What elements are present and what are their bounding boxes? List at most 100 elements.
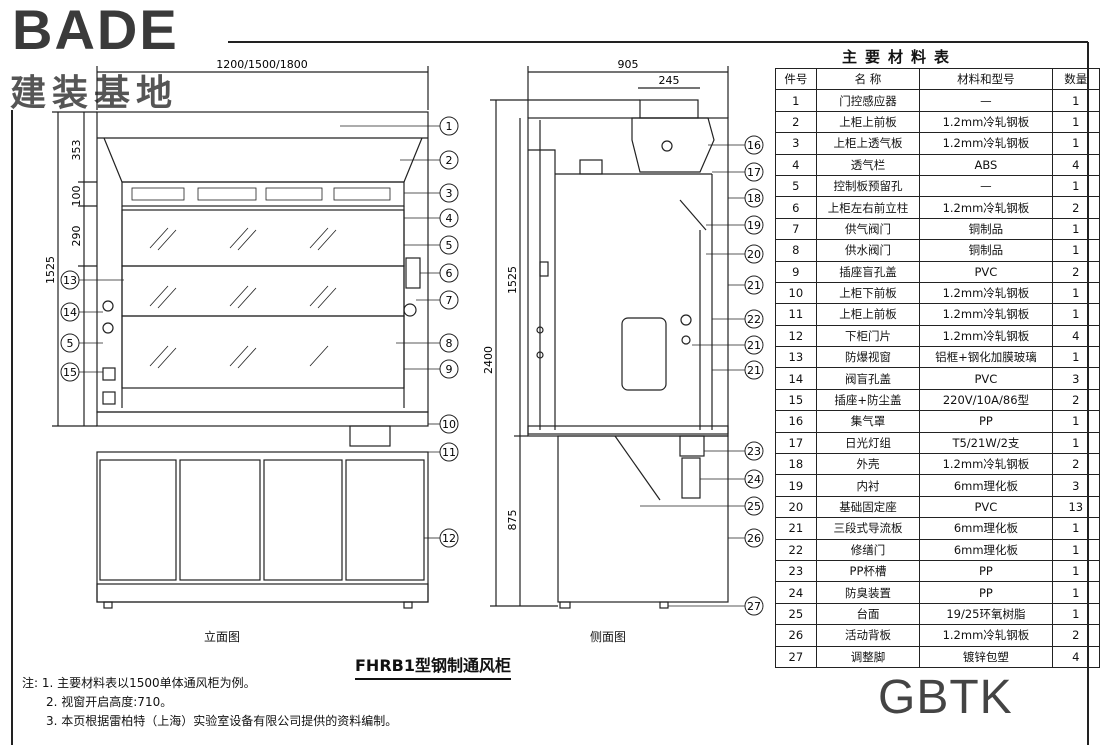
callout-circle bbox=[744, 335, 764, 355]
note-item: 1. 主要材料表以1500单体通风柜为例。 bbox=[41, 676, 256, 690]
note-item: 3. 本页根据雷柏特（上海）实验室设备有限公司提供的资料编制。 bbox=[46, 714, 398, 728]
table-cell: 活动背板 bbox=[815, 624, 921, 647]
front-view bbox=[52, 66, 429, 609]
callout-number: 26 bbox=[747, 532, 761, 545]
table-cell: 1 bbox=[1051, 239, 1100, 262]
table-cell: 1 bbox=[1051, 538, 1100, 561]
table-cell: 2 bbox=[1051, 260, 1100, 283]
table-cell: 1 bbox=[1051, 132, 1100, 155]
table-cell: 插座盲孔盖 bbox=[815, 260, 921, 283]
note-line-2: 2. 视窗开启高度:710。 bbox=[22, 693, 397, 712]
table-cell: 1.2mm冷轧钢板 bbox=[919, 110, 1053, 134]
table-cell: 台面 bbox=[815, 602, 921, 626]
callout-number: 3 bbox=[446, 187, 453, 200]
table-cell: 控制板预留孔 bbox=[815, 174, 921, 198]
callout-number: 21 bbox=[747, 339, 761, 352]
callout-number: 13 bbox=[63, 274, 77, 287]
table-cell: PVC bbox=[919, 260, 1053, 283]
callout-number: 14 bbox=[63, 306, 77, 319]
callout-circle bbox=[439, 208, 459, 228]
callout-circle bbox=[439, 116, 459, 136]
table-cell: 1 bbox=[1051, 174, 1100, 198]
table-cell: 上柜上透气板 bbox=[815, 132, 921, 155]
callout-circle bbox=[744, 215, 764, 235]
table-cell: 3 bbox=[1051, 367, 1100, 390]
table-cell: 23 bbox=[775, 559, 817, 583]
notes: 注: 1. 主要材料表以1500单体通风柜为例。 2. 视窗开启高度:710。 … bbox=[22, 674, 397, 731]
callout-circle bbox=[439, 150, 459, 170]
brand-subtitle: 建装基地 bbox=[10, 73, 179, 114]
callout-circle bbox=[439, 183, 459, 203]
callout-number: 7 bbox=[446, 294, 453, 307]
table-cell: 4 bbox=[1051, 645, 1100, 668]
table-cell: 上柜下前板 bbox=[815, 281, 921, 305]
callout-number: 4 bbox=[446, 212, 453, 225]
callout-number: 16 bbox=[747, 139, 761, 152]
callout-number: 18 bbox=[747, 192, 761, 205]
table-cell: PP杯槽 bbox=[815, 559, 921, 583]
side-lower-dim: 875 bbox=[506, 510, 519, 531]
callout-circle bbox=[439, 263, 459, 283]
callout-circle bbox=[744, 188, 764, 208]
header-cell: 件号 bbox=[775, 67, 817, 91]
table-cell: 4 bbox=[1051, 153, 1100, 176]
table-cell: 19 bbox=[775, 474, 817, 497]
front-width-dim: 1200/1500/1800 bbox=[216, 58, 307, 71]
table-cell: 10 bbox=[775, 281, 817, 305]
table-cell: 21 bbox=[775, 517, 817, 540]
table-cell: 上柜上前板 bbox=[815, 110, 921, 134]
table-cell: 插座+防尘盖 bbox=[815, 388, 921, 412]
table-cell: 2 bbox=[1051, 388, 1100, 412]
header-cell: 材料和型号 bbox=[919, 67, 1053, 91]
header-cell: 名 称 bbox=[815, 67, 921, 91]
table-cell: 铜制品 bbox=[919, 239, 1053, 262]
table-cell: 三段式导流板 bbox=[815, 517, 921, 540]
side-view bbox=[490, 66, 729, 609]
table-cell: 1.2mm冷轧钢板 bbox=[919, 132, 1053, 155]
table-cell: 门控感应器 bbox=[815, 89, 921, 112]
table-cell: PP bbox=[919, 410, 1053, 433]
callout-number: 6 bbox=[446, 267, 453, 280]
table-header-row: 件号 名 称 材料和型号 数量 bbox=[775, 67, 1100, 91]
table-cell: 6mm理化板 bbox=[919, 517, 1053, 540]
table-cell: 1.2mm冷轧钢板 bbox=[919, 303, 1053, 326]
table-cell: 9 bbox=[775, 260, 817, 283]
table-cell: 2 bbox=[775, 110, 817, 134]
callout-circle bbox=[60, 302, 80, 322]
table-cell: 6 bbox=[775, 196, 817, 219]
callout-number: 21 bbox=[747, 279, 761, 292]
callout-circle bbox=[744, 441, 764, 461]
table-cell: 19/25环氧树脂 bbox=[919, 602, 1053, 626]
side-top-dim: 245 bbox=[659, 74, 680, 87]
table-cell: 外壳 bbox=[815, 453, 921, 476]
callout-circle bbox=[439, 333, 459, 353]
table-cell: 1 bbox=[1051, 110, 1100, 134]
table-cell: 22 bbox=[775, 538, 817, 561]
table-cell: 8 bbox=[775, 239, 817, 262]
callout-number: 5 bbox=[446, 239, 453, 252]
callout-circle bbox=[60, 270, 80, 290]
table-cell: 25 bbox=[775, 602, 817, 626]
table-cell: 2 bbox=[1051, 196, 1100, 219]
callout-circle bbox=[744, 244, 764, 264]
table-cell: 1 bbox=[1051, 410, 1100, 433]
table-cell: 1.2mm冷轧钢板 bbox=[919, 281, 1053, 305]
table-cell: 1.2mm冷轧钢板 bbox=[919, 324, 1053, 348]
callout-circle bbox=[439, 442, 459, 462]
callout-number: 19 bbox=[747, 219, 761, 232]
table-cell: 1 bbox=[1051, 517, 1100, 540]
